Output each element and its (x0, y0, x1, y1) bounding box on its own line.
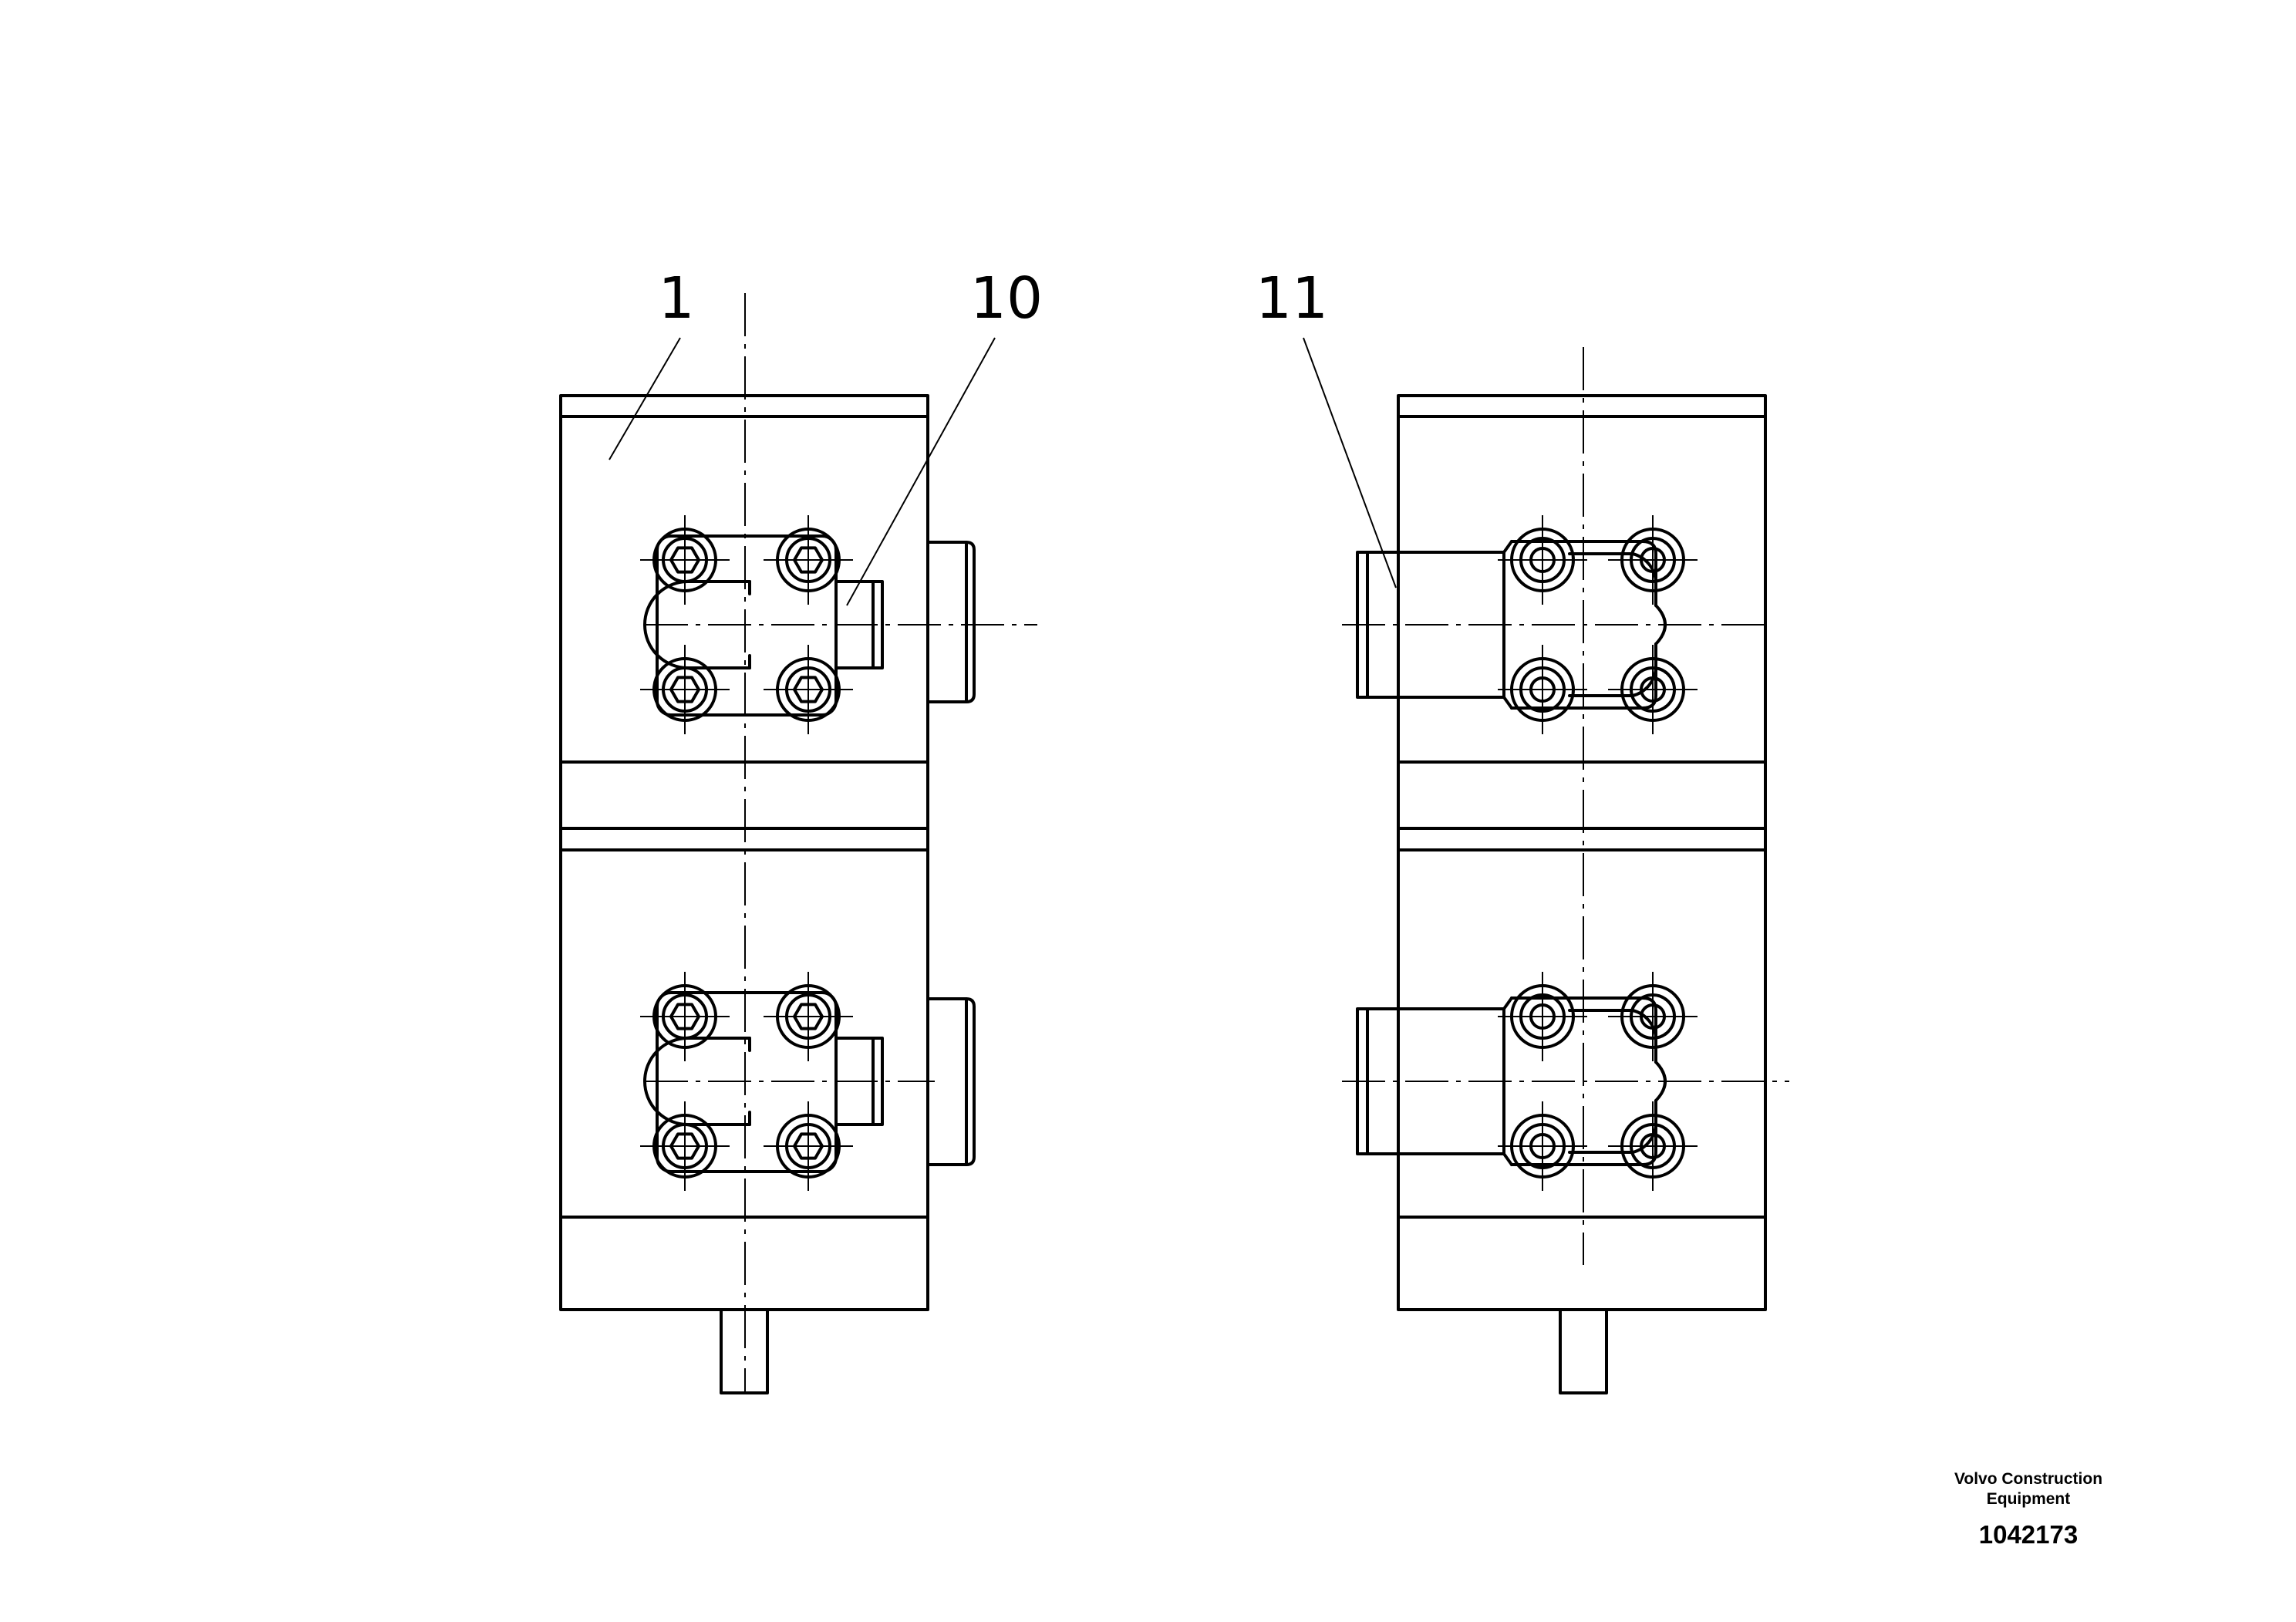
drawing-number: 1042173 (1978, 1520, 2079, 1549)
manufacturer-name-line2: Equipment (1986, 1490, 2071, 1508)
right-body (1397, 394, 1767, 1311)
callout-10: 10 (846, 265, 1043, 606)
callout-1: 1 (609, 265, 695, 460)
callout-label-11: 11 (1256, 265, 1328, 332)
manufacturer-name-line1: Volvo Construction (1954, 1470, 2103, 1488)
callout-label-10: 10 (970, 265, 1043, 332)
left-view (559, 293, 1037, 1394)
manufacturer-block: Volvo Construction Equipment 1042173 (1890, 1469, 2167, 1549)
right-view (1342, 347, 1789, 1394)
callout-11: 11 (1256, 265, 1397, 588)
callout-label-1: 1 (658, 265, 694, 332)
